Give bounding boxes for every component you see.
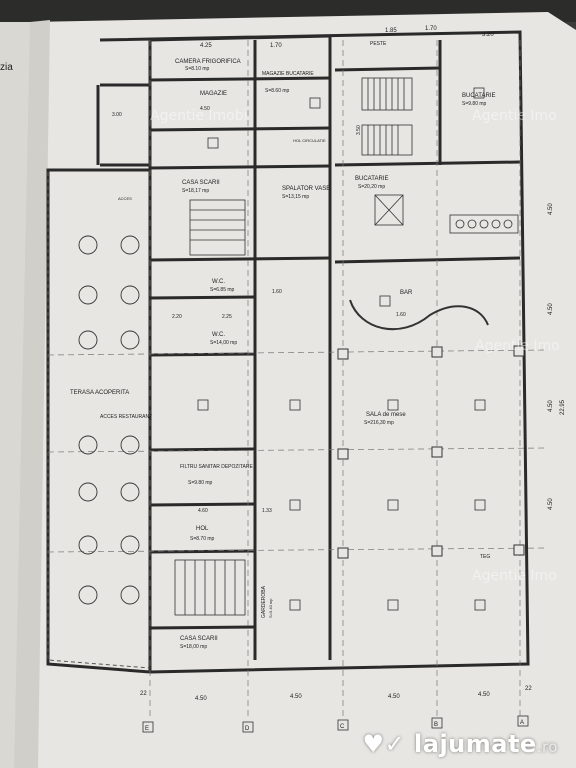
dim-inner-4: 2.25 bbox=[222, 314, 232, 320]
room-sala: SALA de mese bbox=[366, 412, 406, 418]
room-magazie-bucatarie-area: S=8.60 mp bbox=[265, 88, 290, 94]
room-filtru-area: S=9.80 mp bbox=[188, 480, 213, 486]
dim-right-4: 4.50 bbox=[548, 498, 554, 510]
brand-name: lajumate bbox=[414, 730, 537, 758]
grid-lines bbox=[47, 40, 546, 720]
dim-inner-2: 3.00 bbox=[112, 112, 122, 118]
room-casa-scarii-top-area: S=18,17 mp bbox=[182, 188, 209, 194]
dim-bottom-4: 4.50 bbox=[478, 692, 490, 698]
axis-d: D bbox=[245, 726, 250, 732]
stairs-left-top bbox=[189, 199, 246, 256]
dim-bottom-2: 4.50 bbox=[290, 694, 302, 700]
room-bucatarie: BUCATARIE bbox=[355, 176, 388, 182]
room-filtru: FILTRU SANITAR DEPOZITARE bbox=[180, 464, 253, 470]
dim-top-1: 4.25 bbox=[200, 43, 212, 49]
dim-inner-1: 4.50 bbox=[200, 106, 210, 112]
room-hol-circulatie: HOL CIRCULATIE bbox=[293, 138, 326, 143]
dim-right-2: 4.50 bbox=[548, 303, 554, 315]
room-hol: HOL bbox=[196, 526, 209, 532]
paper-sheet bbox=[14, 12, 576, 768]
room-terasa: TERASA ACOPERITA bbox=[70, 390, 129, 396]
heart-check-icon: ♥✓ bbox=[362, 730, 406, 758]
paper-fold bbox=[14, 20, 50, 768]
watermark-4: Agentie Imobi bbox=[150, 108, 248, 124]
terrace-boundary bbox=[47, 172, 151, 669]
watermarks: Agentie Imo Agentie Imo Agentie Imo Agen… bbox=[150, 108, 560, 584]
room-acces-restaurant: ACCES RESTAURANT bbox=[100, 414, 152, 420]
axis-b: B bbox=[434, 722, 438, 728]
building-walls bbox=[46, 30, 530, 674]
room-acces-small: ACCES bbox=[118, 196, 132, 201]
room-casa-scarii-bottom-area: S=18,00 mp bbox=[180, 644, 207, 650]
dim-bottom-3: 4.50 bbox=[388, 694, 400, 700]
bar-counter bbox=[349, 299, 489, 331]
dim-right-total: 22.95 bbox=[560, 399, 566, 415]
room-bucatarie-top: BUCATARIE bbox=[462, 93, 495, 99]
axis-c: C bbox=[340, 724, 345, 730]
dim-top-4: 1.70 bbox=[425, 26, 437, 32]
room-camera-frigorifica-area: S=8.10 mp bbox=[185, 66, 210, 72]
side-text: zia bbox=[0, 62, 13, 73]
room-wc-1: W.C. bbox=[212, 279, 225, 285]
watermark-1: Agentie Imo bbox=[472, 108, 557, 124]
room-garderoba: GARDEROBA bbox=[261, 585, 267, 618]
room-garderoba-area: S=5.40 mp bbox=[268, 598, 273, 618]
room-bar: BAR bbox=[400, 290, 413, 296]
dim-top-2: 1.70 bbox=[270, 43, 282, 49]
stairs-top bbox=[361, 77, 413, 156]
room-bucatarie-top-area: S=9.80 mp bbox=[462, 101, 487, 107]
dim-top-3: 1.85 bbox=[385, 28, 397, 34]
watermark-3: Agentie Imo bbox=[472, 568, 557, 584]
brand-tld: .ro bbox=[536, 738, 558, 756]
dim-bottom-edge-1: 22 bbox=[140, 691, 147, 697]
dim-bottom-1: 4.50 bbox=[195, 696, 207, 702]
axis-a: A bbox=[520, 720, 524, 726]
light-fixtures bbox=[197, 87, 486, 611]
room-peste: PESTE bbox=[370, 41, 387, 47]
room-sala-area: S=216,30 mp bbox=[364, 420, 394, 426]
room-wc-1-area: S=6.85 mp bbox=[210, 287, 235, 293]
room-wc-2: W.C. bbox=[212, 332, 225, 338]
room-camera-frigorifica: CAMERA FRIGORIFICA bbox=[175, 59, 241, 65]
room-teg: TEG bbox=[480, 554, 490, 560]
room-spalator-vase: SPALATOR VASE bbox=[282, 186, 330, 192]
dim-right-1: 4.50 bbox=[548, 203, 554, 215]
kitchen-equipment bbox=[374, 194, 519, 234]
room-spalator-vase-area: S=13,15 mp bbox=[282, 194, 309, 200]
dim-right-3: 4.50 bbox=[548, 400, 554, 412]
room-hol-area: S=8.70 mp bbox=[190, 536, 215, 542]
stairs-bottom bbox=[174, 559, 246, 616]
watermark-2: Agentie Imo bbox=[475, 338, 560, 354]
room-wc-2-area: S=14,00 mp bbox=[210, 340, 237, 346]
columns bbox=[337, 345, 525, 559]
terrace-tables bbox=[78, 235, 140, 605]
axis-markers: E D C B A bbox=[142, 715, 529, 733]
axis-e: E bbox=[145, 726, 149, 732]
lajumate-watermark: ♥✓ lajumate.ro bbox=[363, 730, 558, 758]
room-casa-scarii-top: CASA SCARII bbox=[182, 180, 220, 186]
dim-inner-5: 4.60 bbox=[198, 508, 208, 514]
room-magazie-bucatarie: MAGAZIE BUCATARIE bbox=[262, 71, 314, 77]
room-bucatarie-area: S=20,20 mp bbox=[358, 184, 385, 190]
dim-inner-6: 1.33 bbox=[262, 508, 272, 514]
room-magazie: MAGAZIE bbox=[200, 91, 227, 97]
dim-inner-9: 1.60 bbox=[396, 312, 406, 318]
dim-inner-8: 1.60 bbox=[272, 289, 282, 295]
dim-bottom-edge-2: 22 bbox=[525, 686, 532, 692]
dim-inner-7: 3.50 bbox=[356, 125, 362, 135]
dim-inner-3: 2.20 bbox=[172, 314, 182, 320]
room-casa-scarii-bottom: CASA SCARII bbox=[180, 636, 218, 642]
dim-top-5: 3.20 bbox=[482, 32, 494, 38]
